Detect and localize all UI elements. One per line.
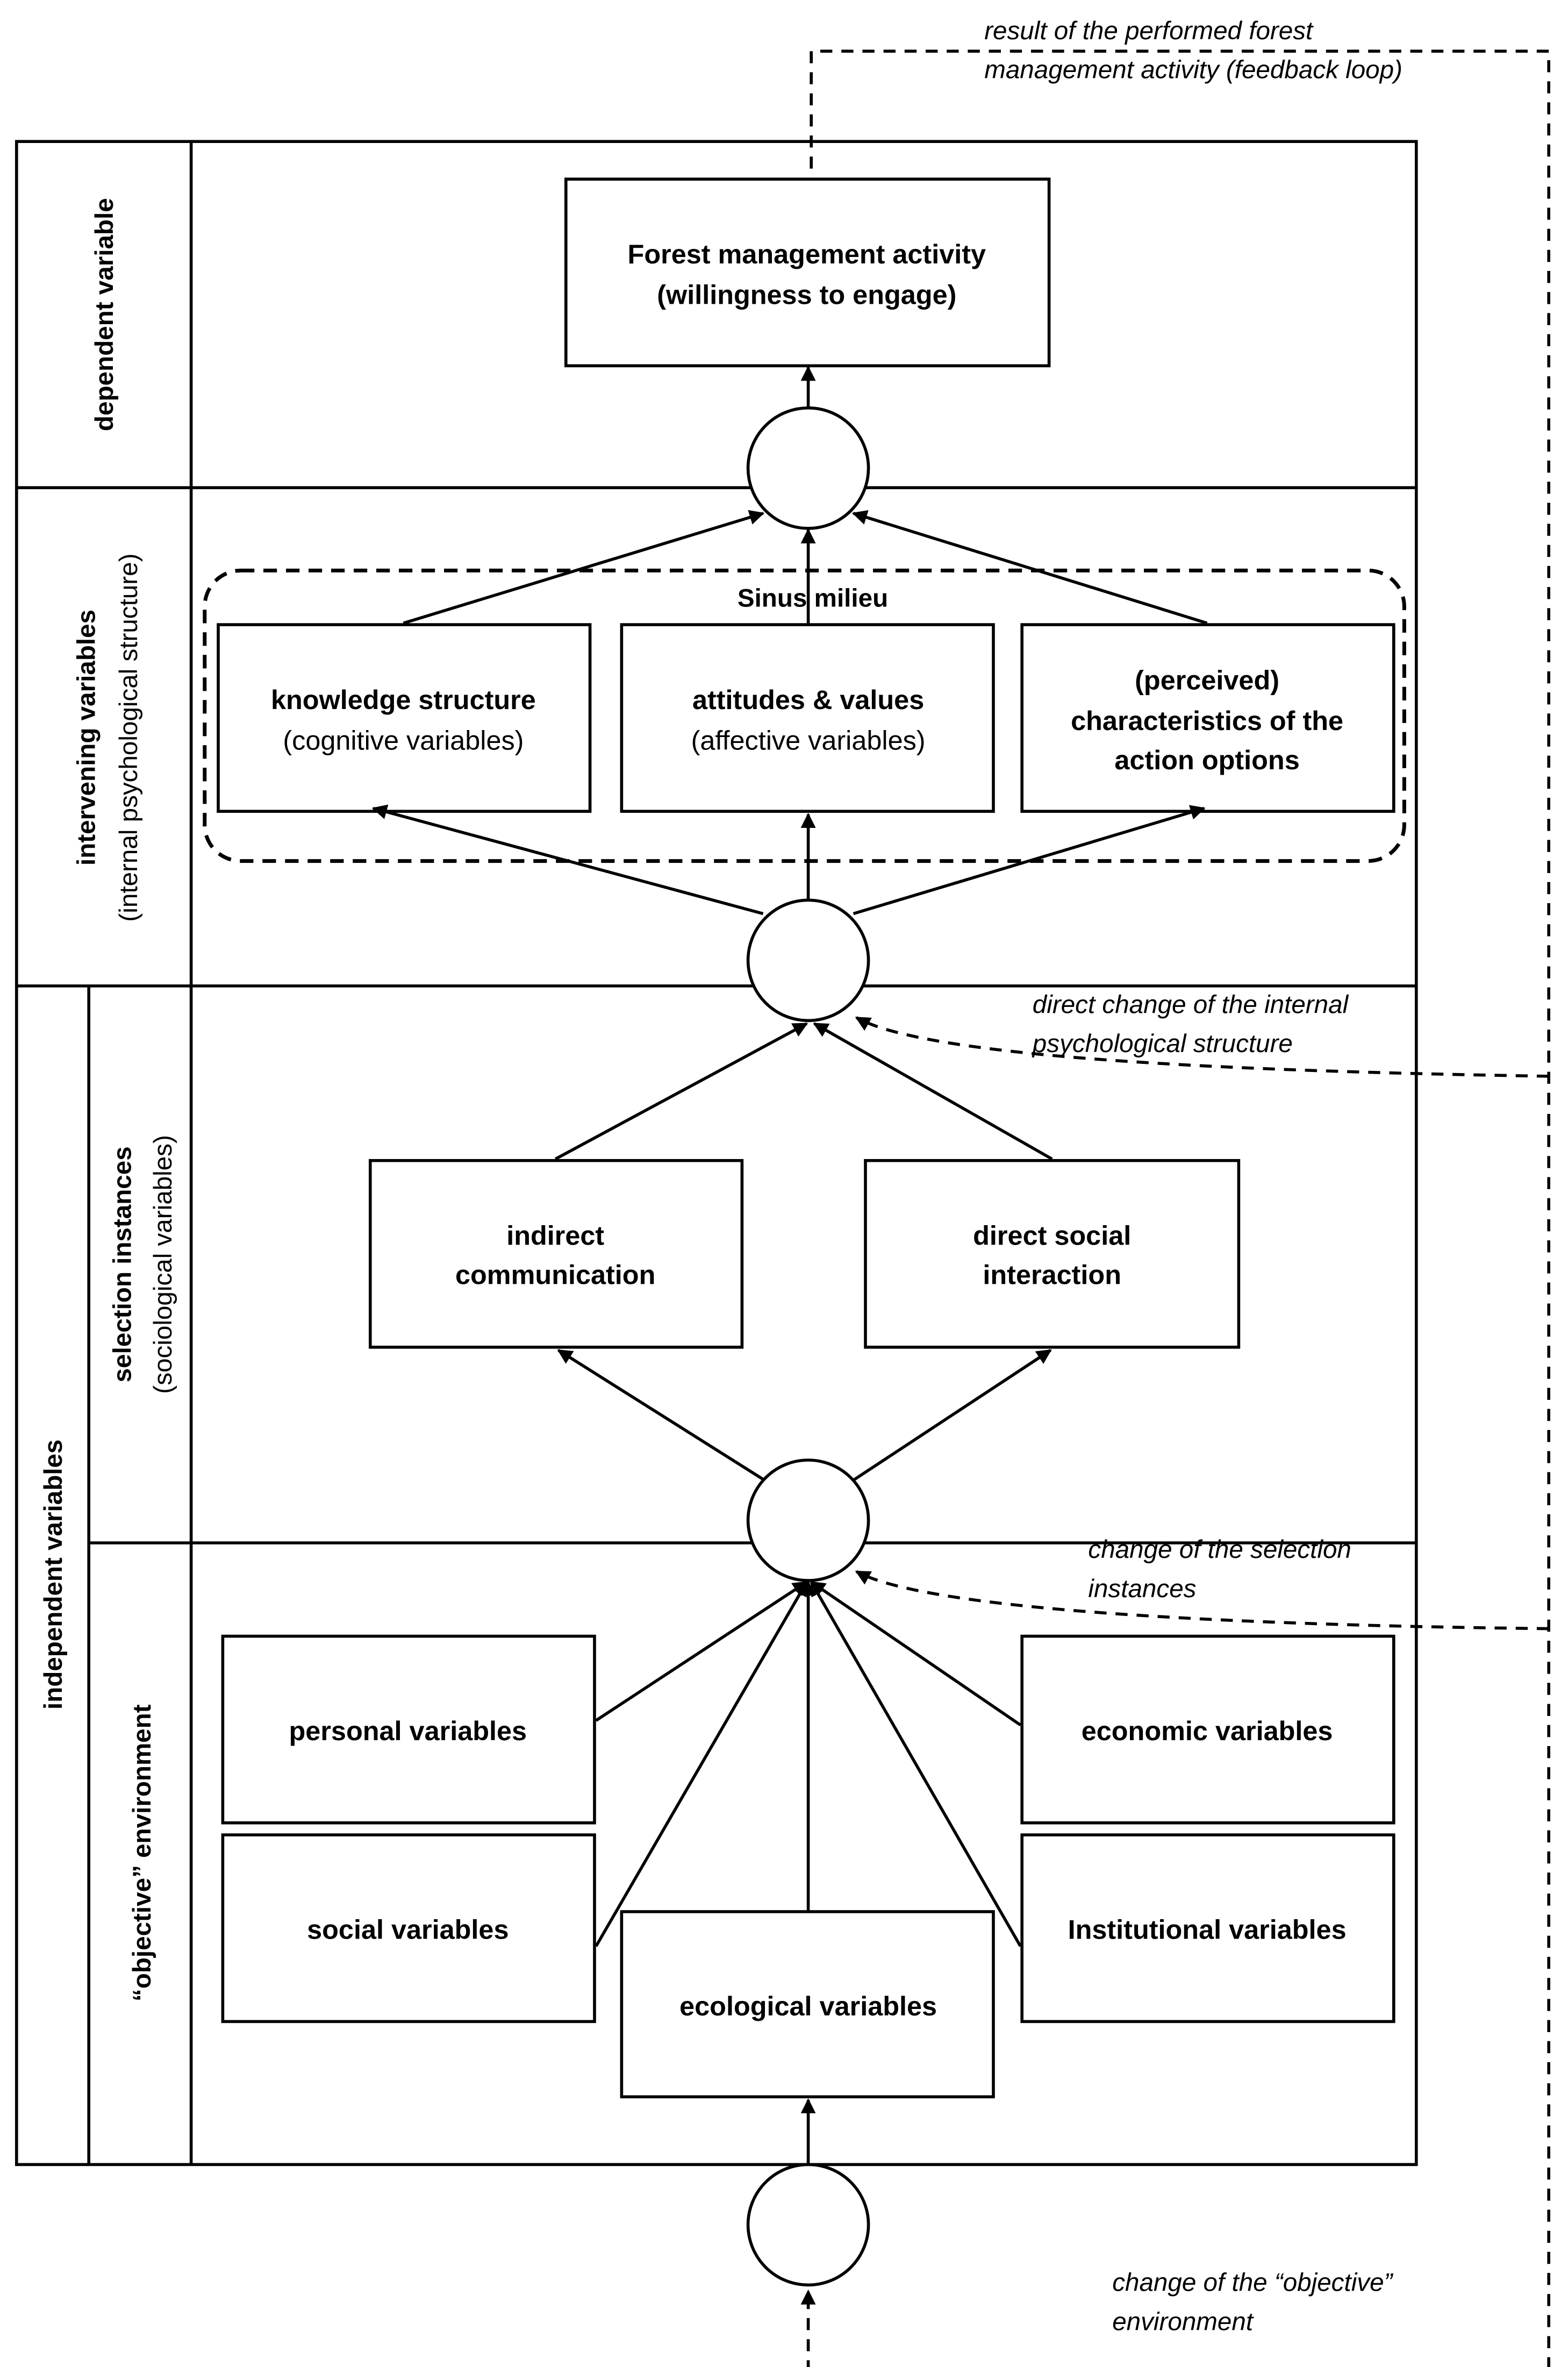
annotation-internal-line1: direct change of the internal xyxy=(1033,990,1349,1019)
band-label-intervening: intervening variables xyxy=(72,610,101,866)
social-variables-box xyxy=(221,1833,596,2023)
knowledge-structure-subtitle: (cognitive variables) xyxy=(283,725,524,755)
arrow-node3-to-direct xyxy=(851,1349,1052,1483)
band-label-selection-sub: (sociological variables) xyxy=(149,1135,177,1393)
arrow-economic-to-node3 xyxy=(810,1581,1021,1727)
economic-variables-box xyxy=(1020,1634,1395,1825)
knowledge-structure-title: knowledge structure xyxy=(271,684,536,715)
annotation-selection-line1: change of the selection xyxy=(1088,1535,1351,1564)
outer-frame xyxy=(15,140,1418,2166)
knowledge-structure-box xyxy=(217,623,592,813)
forest-management-title: Forest management activity xyxy=(628,239,986,269)
arrow-node2-to-knowledge xyxy=(371,804,764,916)
forest-management-box xyxy=(564,177,1051,368)
band-label-intervening-sub: (internal psychological structure) xyxy=(114,553,143,921)
perceived-characteristics-line1: (perceived) xyxy=(1135,664,1279,695)
arrow-node3-to-indirect xyxy=(557,1349,767,1483)
institutional-variables-label: Institutional variables xyxy=(1068,1914,1347,1944)
arrow-institutional-to-node3 xyxy=(810,1581,1022,1947)
arrow-perceived-to-node1 xyxy=(851,510,1208,625)
attitudes-values-title: attitudes & values xyxy=(692,684,924,715)
ecological-variables-label: ecological variables xyxy=(679,1991,937,2021)
perceived-characteristics-line2: characteristics of the xyxy=(1071,705,1343,736)
band-label-environment: “objective” environment xyxy=(128,1704,156,2001)
direct-social-interaction-line2: interaction xyxy=(983,1259,1121,1290)
junction-node-dependent xyxy=(746,406,870,530)
annotation-feedback-line2: management activity (feedback loop) xyxy=(984,56,1402,84)
perceived-characteristics-box xyxy=(1020,623,1395,813)
personal-variables-box xyxy=(221,1634,596,1825)
indirect-communication-line1: indirect xyxy=(506,1220,604,1251)
arrow-node2-to-perceived xyxy=(853,805,1206,916)
attitudes-values-box xyxy=(620,623,995,813)
forest-management-subtitle: (willingness to engage) xyxy=(657,280,956,310)
annotation-objective-line1: change of the “objective” xyxy=(1112,2269,1393,2297)
institutional-variables-box xyxy=(1020,1833,1395,2023)
arrow-indirect-to-node2 xyxy=(554,1022,808,1161)
band-label-independent: independent variables xyxy=(39,1440,68,1710)
economic-variables-label: economic variables xyxy=(1082,1715,1333,1746)
band-label-selection: selection instances xyxy=(109,1146,137,1382)
direct-social-interaction-line1: direct social xyxy=(973,1220,1131,1251)
feedback-internal-structure xyxy=(855,1016,1549,1078)
ecological-variables-box xyxy=(620,1910,995,2099)
personal-variables-label: personal variables xyxy=(289,1715,527,1746)
feedback-selection-instances xyxy=(855,1570,1549,1631)
annotation-selection-line2: instances xyxy=(1088,1575,1196,1603)
social-variables-label: social variables xyxy=(307,1914,509,1944)
junction-node-environment xyxy=(746,2163,870,2287)
sinus-milieu-group xyxy=(203,568,1406,863)
annotation-objective-line2: environment xyxy=(1112,2307,1254,2336)
attitudes-values-subtitle: (affective variables) xyxy=(691,725,926,755)
arrow-knowledge-to-node1 xyxy=(403,510,765,625)
indirect-communication-line2: communication xyxy=(455,1259,655,1290)
arrow-direct-to-node2 xyxy=(813,1022,1053,1161)
annotation-feedback-line1: result of the performed forest xyxy=(984,17,1314,45)
arrow-social-to-node3 xyxy=(595,1581,808,1947)
sinus-milieu-label: Sinus milieu xyxy=(738,584,888,612)
junction-node-selection xyxy=(746,1458,870,1582)
direct-social-interaction-box xyxy=(864,1159,1241,1349)
perceived-characteristics-line3: action options xyxy=(1114,745,1299,775)
band-label-dependent: dependent variable xyxy=(90,198,119,431)
annotation-internal-line2: psychological structure xyxy=(1032,1029,1293,1058)
arrow-personal-to-node3 xyxy=(595,1581,808,1722)
indirect-communication-box xyxy=(368,1159,744,1349)
junction-node-intervening xyxy=(746,898,870,1022)
